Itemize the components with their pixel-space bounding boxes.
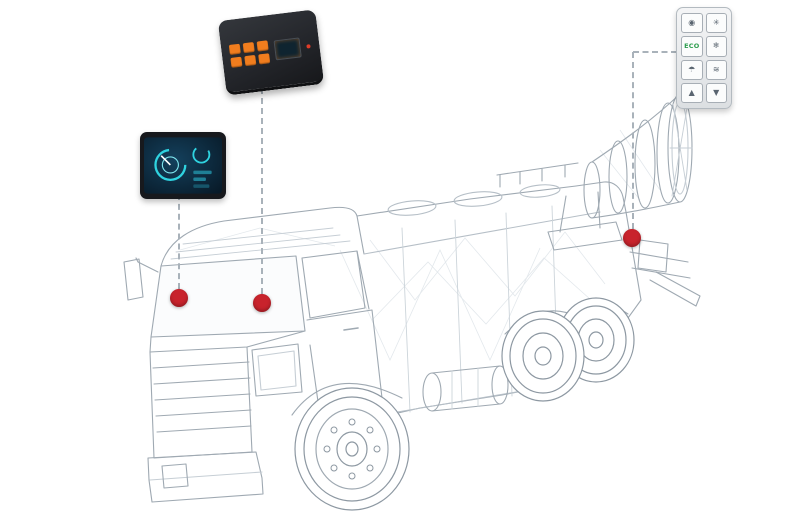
keypad-remote-device: ◉ ✳ ECO ❄ ☂ ≋ ▲ ▼	[676, 7, 732, 109]
defrost-icon: ❄	[712, 41, 720, 51]
eco-mode-button: ECO	[681, 36, 703, 57]
display-bezel	[140, 132, 226, 199]
display-callout-line	[178, 194, 180, 289]
increase-button: ▲	[681, 82, 703, 103]
increase-icon: ▲	[688, 87, 695, 97]
display-hotspot-marker[interactable]	[170, 289, 188, 307]
control-unit-device	[217, 9, 325, 96]
decrease-button: ▼	[705, 82, 727, 103]
controller-hotspot-marker[interactable]	[253, 294, 271, 312]
orange-key-icon	[228, 43, 241, 55]
control-unit-body	[217, 9, 325, 96]
control-unit-screen	[273, 37, 302, 61]
display-screen-gauges-icon	[144, 137, 222, 194]
truck-wheels	[294, 297, 635, 511]
orange-key-icon	[258, 52, 271, 64]
keypad-hotspot-marker[interactable]	[623, 229, 641, 247]
status-led-icon	[306, 44, 311, 49]
spray-icon: ☂	[688, 64, 696, 74]
auto-mode-button: ✳	[705, 13, 727, 34]
power-button: ◉	[681, 13, 703, 34]
keypad-button-grid: ◉ ✳ ECO ❄ ☂ ≋ ▲ ▼	[681, 13, 727, 103]
controller-callout-line	[261, 78, 263, 294]
orange-key-icon	[242, 41, 255, 53]
decrease-icon: ▼	[713, 87, 720, 97]
control-unit-keypad	[228, 39, 271, 68]
power-icon: ◉	[688, 18, 696, 28]
keypad-callout-line-horizontal	[633, 51, 677, 53]
eco-label: ECO	[684, 42, 700, 51]
defrost-button: ❄	[705, 36, 727, 57]
keypad-callout-line-vertical	[632, 52, 634, 229]
mist-icon: ≋	[712, 64, 720, 74]
touchscreen-display-device	[140, 132, 226, 199]
orange-key-icon	[244, 54, 257, 66]
auto-mode-icon: ✳	[712, 18, 720, 28]
orange-key-icon	[256, 39, 269, 52]
orange-key-icon	[230, 56, 243, 68]
mist-button: ≋	[705, 59, 727, 80]
spray-button: ☂	[681, 59, 703, 80]
